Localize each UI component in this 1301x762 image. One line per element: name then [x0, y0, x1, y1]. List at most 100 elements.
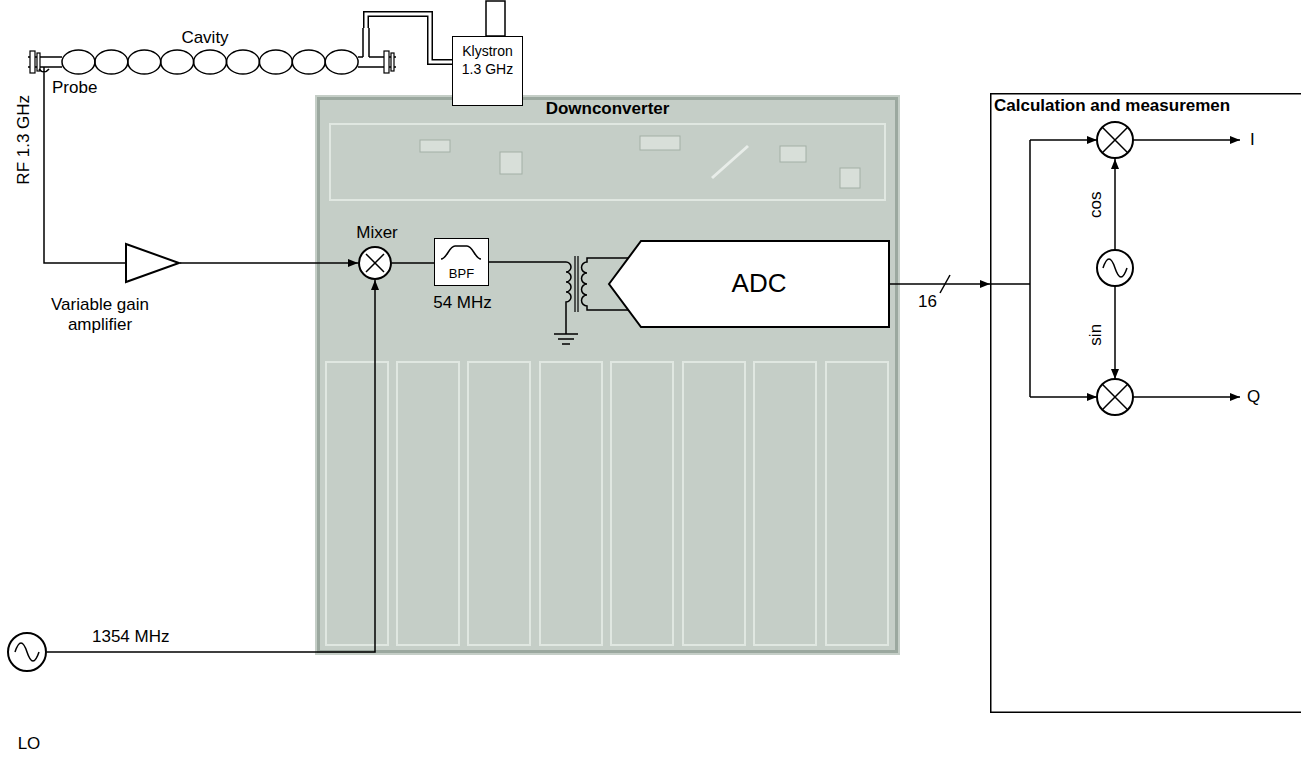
oscillator-drawing	[9, 634, 45, 670]
label-holder: Variable gain amplifier	[20, 295, 180, 334]
signal-wire	[180, 263, 358, 264]
signal-name: sin	[1086, 324, 1106, 346]
signal-wire	[392, 263, 434, 264]
mixer-cross	[366, 254, 384, 272]
ground-symbol	[554, 334, 578, 344]
mixer-drawing	[360, 248, 390, 278]
signal-name: cos	[1086, 192, 1106, 218]
pcb-trace	[712, 146, 748, 178]
label-holder: 16	[918, 292, 937, 312]
mixer-label: Mixer	[327, 223, 427, 243]
signal-label: RF 1.3 GHz	[14, 95, 34, 185]
label-holder: 1354 MHz	[92, 627, 169, 647]
wire-line	[489, 258, 628, 310]
mixer-symbol: Mixer	[358, 246, 392, 280]
label-holder: Q	[1247, 387, 1260, 407]
label-holder: RF 1.3 GHz	[14, 95, 34, 185]
wire-line	[47, 280, 375, 652]
output-arrow	[1133, 396, 1240, 398]
label-holder: Downconverter	[315, 99, 900, 119]
mixer-symbol	[1097, 122, 1133, 158]
pcb-header-band	[330, 124, 885, 200]
sin-arrow	[1114, 286, 1116, 379]
waveguide	[366, 14, 452, 62]
signal-arrow	[1030, 139, 1097, 141]
pcb-component	[780, 146, 806, 162]
pcb-slot	[754, 362, 816, 645]
filter-label: BPF	[449, 267, 474, 282]
cavity-label: Cavity	[155, 28, 255, 48]
pcb-slot	[468, 362, 530, 645]
klystron-box: Klystron 1.3 GHz	[452, 36, 523, 106]
probe-antenna	[39, 67, 49, 74]
klystron-gun	[486, 1, 505, 36]
output-name: Q	[1247, 387, 1260, 407]
pcb-board	[315, 95, 900, 655]
adc-block: ADC	[608, 240, 890, 328]
pcb-slot	[826, 362, 888, 645]
signal-wire	[44, 74, 125, 263]
output-arrow	[1133, 139, 1240, 141]
part-label: Probe	[52, 78, 97, 98]
cavity-cell	[194, 50, 227, 74]
signal-wire	[489, 258, 628, 310]
wire-line	[392, 262, 434, 264]
label-holder: 54 MHz	[415, 293, 510, 313]
adc-symbol	[609, 241, 889, 327]
wire-line	[180, 262, 358, 264]
amplifier-label: Variable gain amplifier	[20, 295, 180, 334]
signal-label: 16	[918, 292, 937, 312]
oscillator-symbol	[1097, 250, 1133, 286]
amplifier-triangle: Variable gain amplifier	[125, 243, 180, 283]
signal-arrow	[1030, 396, 1097, 398]
pcb-slot	[611, 362, 673, 645]
adc-label: ADC	[732, 269, 787, 299]
cavity-structure: Cavity	[22, 28, 400, 74]
pcb-frame	[319, 99, 897, 652]
pcb-slot	[397, 362, 459, 645]
power-coupler	[363, 28, 369, 57]
wire-line	[890, 283, 990, 285]
label-holder: cos	[1086, 192, 1106, 218]
amplifier-drawing	[125, 243, 180, 283]
bandpass-filter-box: BPF54 MHz	[434, 238, 489, 286]
pcb-component	[420, 140, 450, 152]
pcb-component	[640, 136, 680, 150]
label-holder: Mixer	[327, 223, 427, 243]
panel-title: Calculation and measuremen	[994, 96, 1230, 116]
frequency-label: 54 MHz	[415, 293, 510, 313]
signal-label: 1354 MHz	[92, 627, 169, 647]
local-oscillator: LO	[7, 632, 47, 672]
label-holder: Calculation and measuremen	[994, 96, 1230, 116]
mixer-cross	[1102, 127, 1127, 152]
pcb-slot	[326, 362, 388, 645]
label-holder: Cavity	[155, 28, 255, 48]
signal-wire	[890, 284, 990, 285]
flange	[37, 53, 40, 71]
board-title: Downconverter	[315, 99, 900, 119]
waveguide-wall	[366, 14, 452, 62]
mixer-symbol	[1097, 379, 1133, 415]
wire-line	[44, 74, 125, 263]
pcb-component	[840, 168, 860, 188]
cavity-cell	[62, 50, 95, 74]
cavity-cell	[292, 50, 325, 74]
cavity-cell	[227, 50, 260, 74]
signal-wire	[47, 280, 375, 652]
pcb-component	[500, 152, 522, 174]
bandpass-symbol	[441, 246, 481, 259]
sine-wave	[15, 643, 39, 661]
transformer-core	[575, 256, 578, 312]
transformer-primary	[566, 262, 571, 334]
pcb-slot	[540, 362, 602, 645]
flange	[391, 53, 394, 71]
beam-pipe	[358, 57, 396, 67]
cavity-cell	[325, 50, 358, 74]
downconverter-board: DownconverterMixerBPF54 MHzADC	[315, 95, 900, 655]
mixer-cross	[1102, 384, 1127, 409]
label-holder: I	[1250, 130, 1255, 150]
oscillator-label: LO	[0, 734, 79, 754]
flange	[30, 51, 35, 73]
